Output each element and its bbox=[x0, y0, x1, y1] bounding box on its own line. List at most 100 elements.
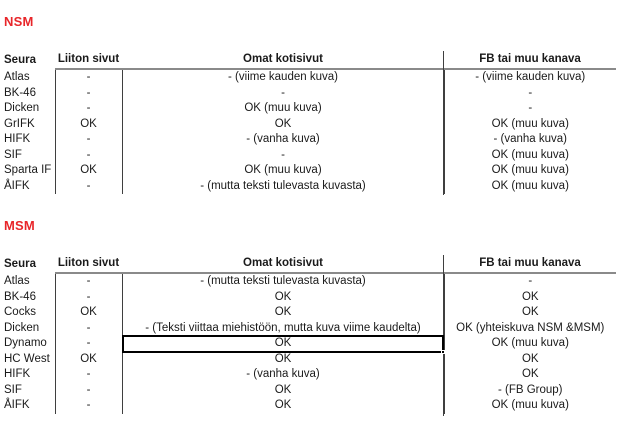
cell-club[interactable]: HC West bbox=[0, 351, 56, 367]
cell-liiton-sivut[interactable]: - bbox=[55, 85, 123, 101]
cell-omat-kotisivut[interactable]: - (mutta teksti tulevasta kuvasta) bbox=[122, 273, 445, 290]
column-header-seura[interactable]: Seura bbox=[4, 257, 36, 270]
cell-club[interactable]: Dicken bbox=[0, 320, 56, 336]
cell-fb-tai-muu[interactable]: OK (muu kuva) bbox=[491, 399, 569, 411]
cell-omat-kotisivut[interactable]: OK bbox=[122, 305, 445, 321]
cell-liiton-sivut[interactable]: - bbox=[55, 398, 123, 414]
cell-liiton-sivut[interactable]: OK bbox=[55, 305, 123, 321]
cell-omat-kotisivut[interactable]: OK bbox=[122, 382, 445, 398]
section-title-msm: MSM bbox=[4, 218, 35, 233]
table-row[interactable]: BK-46 - - - bbox=[0, 85, 616, 101]
table-row[interactable]: Dicken - OK (muu kuva) - bbox=[0, 101, 616, 117]
cell-omat-kotisivut[interactable]: OK bbox=[122, 116, 445, 132]
cell-liiton-sivut[interactable]: OK bbox=[55, 163, 123, 179]
cell-club[interactable]: SIF bbox=[0, 382, 56, 398]
cell-liiton-sivut[interactable]: - bbox=[55, 132, 123, 148]
cell-club[interactable]: Cocks bbox=[0, 305, 56, 321]
cell-club[interactable]: GrIFK bbox=[0, 116, 56, 132]
cell-liiton-sivut[interactable]: - bbox=[55, 69, 123, 86]
cell-omat-kotisivut[interactable]: - (mutta teksti tulevasta kuvasta) bbox=[122, 178, 445, 194]
table-row[interactable]: GrIFK OK OK OK (muu kuva) bbox=[0, 116, 616, 132]
column-header-fb-tai-muu-kanava[interactable]: FB tai muu kanava bbox=[444, 51, 616, 70]
cell-club[interactable]: Dicken bbox=[0, 101, 56, 117]
cell-omat-kotisivut[interactable]: - (vanha kuva) bbox=[122, 132, 445, 148]
table-row[interactable]: SIF - - OK (muu kuva) bbox=[0, 147, 616, 163]
cell-fb-tai-muu[interactable]: OK bbox=[521, 290, 539, 303]
cell-fb-tai-muu[interactable]: - (vanha kuva) bbox=[493, 133, 567, 145]
cell-fb-tai-muu[interactable]: - bbox=[528, 275, 533, 287]
cell-fb-tai-muu[interactable]: OK (muu kuva) bbox=[491, 148, 569, 161]
cell-fb-tai-muu[interactable]: OK bbox=[521, 306, 539, 318]
cell-fb-tai-muu[interactable]: OK bbox=[521, 352, 539, 365]
cell-omat-kotisivut[interactable]: - bbox=[122, 85, 445, 101]
cell-club[interactable]: Sparta IF bbox=[0, 163, 56, 179]
cell-fb-tai-muu[interactable]: OK (muu kuva) bbox=[491, 164, 569, 176]
cell-omat-kotisivut[interactable]: - bbox=[122, 147, 445, 163]
cell-fb-tai-muu[interactable]: OK (muu kuva) bbox=[491, 337, 569, 349]
cell-club[interactable]: HIFK bbox=[0, 132, 56, 148]
table-row[interactable]: Dicken - - (Teksti viittaa miehistöön, m… bbox=[0, 320, 616, 336]
cell-omat-kotisivut[interactable]: OK (muu kuva) bbox=[122, 101, 445, 117]
cell-fb-tai-muu[interactable]: OK (muu kuva) bbox=[491, 117, 569, 130]
table-row[interactable]: Cocks OK OK OK bbox=[0, 305, 616, 321]
cell-club[interactable]: SIF bbox=[0, 147, 56, 163]
column-header-omat-kotisivut[interactable]: Omat kotisivut bbox=[122, 51, 444, 70]
table-row[interactable]: Atlas - - (mutta teksti tulevasta kuvast… bbox=[0, 273, 616, 290]
cell-fb-tai-muu[interactable]: - (viime kauden kuva) bbox=[475, 71, 586, 83]
cell-omat-kotisivut[interactable]: - (viime kauden kuva) bbox=[122, 69, 445, 86]
cell-omat-kotisivut[interactable]: - (Teksti viittaa miehistöön, mutta kuva… bbox=[122, 320, 445, 336]
cell-liiton-sivut[interactable]: OK bbox=[55, 351, 123, 367]
cell-club[interactable]: ÅIFK bbox=[0, 398, 56, 414]
table-row[interactable]: HC West OK OK OK bbox=[0, 351, 616, 367]
cell-fb-tai-muu[interactable]: - (FB Group) bbox=[497, 383, 563, 396]
cell-club[interactable]: HIFK bbox=[0, 367, 56, 383]
table-msm: Seura Liiton sivut Omat kotisivut FB tai… bbox=[0, 255, 616, 414]
column-header-omat-kotisivut[interactable]: Omat kotisivut bbox=[122, 255, 444, 274]
table-row[interactable]: SIF - OK - (FB Group) bbox=[0, 382, 616, 398]
top-spacer bbox=[0, 0, 620, 14]
cell-fb-tai-muu[interactable]: OK (yhteiskuva NSM &MSM) bbox=[456, 321, 605, 334]
cell-fb-tai-muu[interactable]: - bbox=[528, 102, 533, 114]
cell-omat-kotisivut[interactable]: OK bbox=[122, 351, 445, 367]
cell-fb-tai-muu[interactable]: - bbox=[528, 86, 533, 99]
cell-fb-tai-muu[interactable]: OK (muu kuva) bbox=[491, 179, 569, 192]
cell-liiton-sivut[interactable]: - bbox=[55, 101, 123, 117]
table-msm-block: Seura Liiton sivut Omat kotisivut FB tai… bbox=[0, 255, 620, 416]
cell-liiton-sivut[interactable]: - bbox=[55, 320, 123, 336]
cell-liiton-sivut[interactable]: - bbox=[55, 336, 123, 352]
cell-liiton-sivut[interactable]: - bbox=[55, 367, 123, 383]
cell-liiton-sivut[interactable]: OK bbox=[55, 116, 123, 132]
cell-club[interactable]: BK-46 bbox=[0, 289, 56, 305]
cell-omat-kotisivut[interactable]: OK (muu kuva) bbox=[122, 163, 445, 179]
table-row[interactable]: BK-46 - OK OK bbox=[0, 289, 616, 305]
column-header-liiton-sivut[interactable]: Liiton sivut bbox=[55, 255, 122, 274]
cell-club[interactable]: ÅIFK bbox=[0, 178, 56, 194]
table-row[interactable]: ÅIFK - OK OK (muu kuva) bbox=[0, 398, 616, 414]
table-row[interactable]: HIFK - - (vanha kuva) OK bbox=[0, 367, 616, 383]
table-row[interactable]: ÅIFK - - (mutta teksti tulevasta kuvasta… bbox=[0, 178, 616, 194]
cell-liiton-sivut[interactable]: - bbox=[55, 382, 123, 398]
cell-club[interactable]: BK-46 bbox=[0, 85, 56, 101]
header-row: Seura Liiton sivut Omat kotisivut FB tai… bbox=[0, 51, 616, 70]
cell-omat-kotisivut[interactable]: OK bbox=[122, 398, 445, 414]
table-row[interactable]: HIFK - - (vanha kuva) - (vanha kuva) bbox=[0, 132, 616, 148]
table-row[interactable]: Sparta IF OK OK (muu kuva) OK (muu kuva) bbox=[0, 163, 616, 179]
cell-liiton-sivut[interactable]: - bbox=[55, 273, 123, 290]
table-row-selected[interactable]: Dynamo - OK OK (muu kuva) bbox=[0, 336, 616, 352]
cell-fb-tai-muu[interactable]: OK bbox=[521, 368, 539, 380]
table-msm-header: Seura Liiton sivut Omat kotisivut FB tai… bbox=[0, 255, 616, 274]
cell-liiton-sivut[interactable]: - bbox=[55, 289, 123, 305]
cell-liiton-sivut[interactable]: - bbox=[55, 178, 123, 194]
cell-club[interactable]: Atlas bbox=[0, 69, 56, 86]
cell-club[interactable]: Dynamo bbox=[0, 336, 56, 352]
header-row: Seura Liiton sivut Omat kotisivut FB tai… bbox=[0, 255, 616, 274]
column-header-liiton-sivut[interactable]: Liiton sivut bbox=[55, 51, 122, 70]
cell-liiton-sivut[interactable]: - bbox=[55, 147, 123, 163]
table-row[interactable]: Atlas - - (viime kauden kuva) - (viime k… bbox=[0, 69, 616, 86]
cell-omat-kotisivut[interactable]: - (vanha kuva) bbox=[122, 367, 445, 383]
cell-club[interactable]: Atlas bbox=[0, 273, 56, 290]
column-header-seura[interactable]: Seura bbox=[4, 53, 36, 66]
cell-omat-kotisivut[interactable]: OK bbox=[122, 289, 445, 305]
column-header-fb-tai-muu-kanava[interactable]: FB tai muu kanava bbox=[444, 255, 616, 274]
cell-omat-kotisivut-selected[interactable]: OK bbox=[122, 336, 445, 352]
